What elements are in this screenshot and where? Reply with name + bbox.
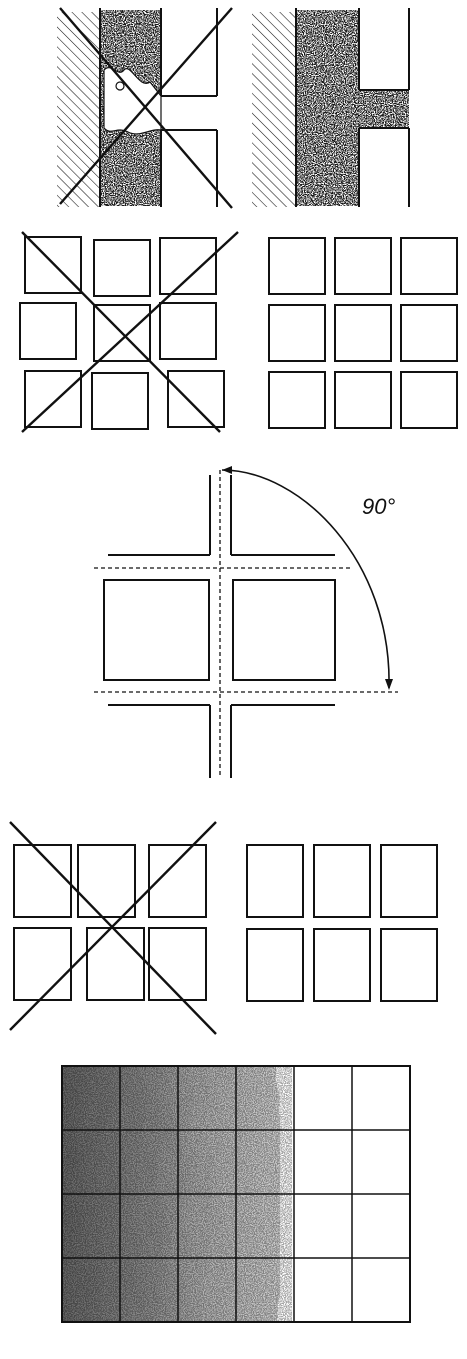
tile	[400, 304, 458, 362]
tile	[148, 844, 207, 918]
tile	[24, 370, 82, 428]
tile	[400, 371, 458, 429]
panel-grid-aligned	[268, 237, 458, 429]
tile	[313, 844, 371, 918]
tile	[334, 371, 392, 429]
tile	[86, 927, 145, 1001]
tile	[246, 844, 304, 918]
tile	[77, 844, 136, 918]
tile	[13, 844, 72, 918]
tile	[167, 370, 225, 428]
tile	[159, 302, 217, 360]
tile-left	[103, 579, 210, 681]
tile	[93, 304, 151, 362]
tile	[24, 236, 82, 294]
angle-label: 90°	[362, 494, 395, 519]
tile	[246, 928, 304, 1002]
tile	[380, 844, 438, 918]
tile	[380, 928, 438, 1002]
x-cross-icon	[21, 231, 239, 433]
wall-hatching	[57, 12, 100, 207]
arrowhead-icon	[222, 466, 232, 474]
void-gap	[103, 67, 162, 135]
grid-lines	[61, 1065, 411, 1323]
tile	[334, 304, 392, 362]
panel-tiles-aligned	[246, 844, 438, 1002]
filled-joint	[358, 90, 409, 128]
panel-wall-section-wrong	[57, 7, 233, 209]
panel-grid-misaligned	[19, 231, 239, 433]
tile	[159, 237, 217, 295]
tile	[313, 928, 371, 1002]
panel-right-angle-joint: 90°	[94, 466, 398, 778]
tile	[334, 237, 392, 295]
tile	[400, 237, 458, 295]
tile	[93, 239, 151, 297]
tile	[13, 927, 72, 1001]
x-cross-icon	[9, 821, 217, 1035]
wall-hatching	[252, 12, 296, 207]
x-cross-icon	[59, 7, 233, 209]
adhesive-bed	[297, 10, 359, 206]
angle-arc	[221, 469, 390, 689]
tile	[91, 372, 149, 430]
arrowhead-icon	[385, 679, 393, 690]
panel-tiles-offset	[9, 821, 217, 1035]
tile	[268, 371, 326, 429]
tile-right	[232, 579, 336, 681]
tile	[148, 927, 207, 1001]
panel-wall-section-correct	[252, 8, 410, 207]
tile	[268, 237, 326, 295]
tile	[19, 302, 77, 360]
tile	[268, 304, 326, 362]
guide-lines	[94, 470, 398, 778]
panel-shaded-grid	[61, 1065, 411, 1323]
